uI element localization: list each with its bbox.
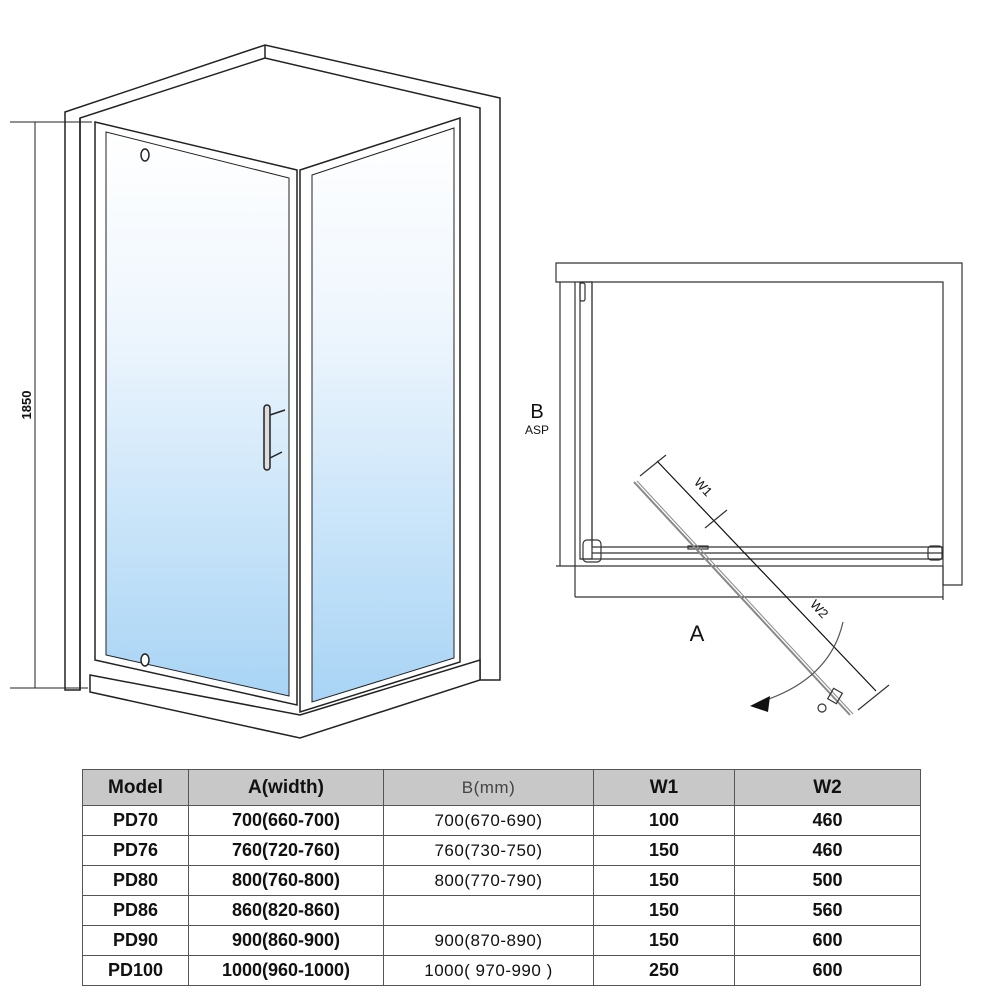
plan-walls <box>555 262 963 586</box>
cell-w2: 460 <box>734 835 921 866</box>
cell-b-mm: 760(730-750) <box>383 835 594 866</box>
cell-w1: 250 <box>593 955 735 986</box>
cell-w1: 150 <box>593 865 735 896</box>
shower-enclosure-drawing: 1850 B ASP A W1 W2 <box>10 44 963 739</box>
cell-model: PD100 <box>82 955 189 986</box>
plan-label-b: B <box>530 401 543 423</box>
door-handle-icon <box>263 404 286 471</box>
swing-arrow-icon <box>750 696 770 712</box>
plan-label-w2: W2 <box>807 597 831 621</box>
cell-w1: 150 <box>593 895 735 926</box>
cell-model: PD86 <box>82 895 189 926</box>
cell-model: PD80 <box>82 865 189 896</box>
header-w2: W2 <box>734 769 921 806</box>
cell-w1: 150 <box>593 925 735 956</box>
cell-a-width: 800(760-800) <box>188 865 384 896</box>
cell-a-width: 860(820-860) <box>188 895 384 926</box>
plan-label-a: A <box>690 621 705 646</box>
hinge-icon <box>140 148 150 162</box>
cell-w1: 150 <box>593 835 735 866</box>
cell-b-mm: 700(670-690) <box>383 805 594 836</box>
left-wall <box>64 44 501 691</box>
cell-model: PD70 <box>82 805 189 836</box>
cell-w2: 560 <box>734 895 921 926</box>
header-a-width: A(width) <box>188 769 384 806</box>
plan-view <box>555 262 963 716</box>
header-w1: W1 <box>593 769 735 806</box>
table-header-row: Model A(width) B(mm) W1 W2 <box>82 769 921 806</box>
height-label: 1850 <box>19 391 34 420</box>
cell-b-mm: 800(770-790) <box>383 865 594 896</box>
cell-w1: 100 <box>593 805 735 836</box>
perspective-view <box>10 44 501 739</box>
cell-a-width: 1000(960-1000) <box>188 955 384 986</box>
cell-a-width: 760(720-760) <box>188 835 384 866</box>
header-model: Model <box>82 769 189 806</box>
cell-w2: 500 <box>734 865 921 896</box>
cell-a-width: 700(660-700) <box>188 805 384 836</box>
cell-a-width: 900(860-900) <box>188 925 384 956</box>
shower-tray <box>89 658 481 739</box>
height-dimension <box>10 121 92 689</box>
cell-model: PD76 <box>82 835 189 866</box>
cell-b-mm <box>383 895 594 926</box>
cell-w2: 600 <box>734 955 921 986</box>
side-panel-glass <box>311 127 455 703</box>
plan-label-asp: ASP <box>525 423 549 437</box>
header-b-mm: B(mm) <box>383 769 594 806</box>
cell-b-mm: 1000( 970-990 ) <box>383 955 594 986</box>
cell-w2: 600 <box>734 925 921 956</box>
cell-b-mm: 900(870-890) <box>383 925 594 956</box>
cell-model: PD90 <box>82 925 189 956</box>
plan-label-w1: W1 <box>691 475 715 499</box>
cell-w2: 460 <box>734 805 921 836</box>
door-glass <box>105 131 290 697</box>
hinge-icon <box>140 653 150 667</box>
